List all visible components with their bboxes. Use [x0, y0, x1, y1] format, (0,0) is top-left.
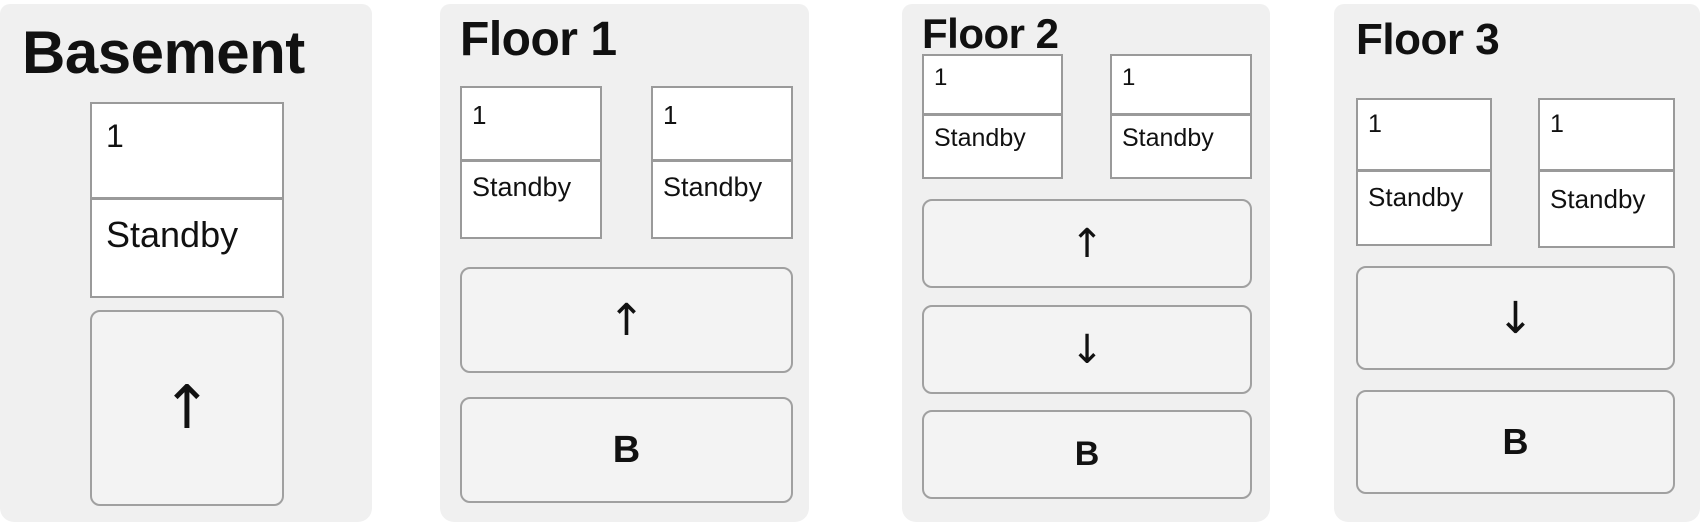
call-up-button[interactable]: ↑ [90, 310, 284, 506]
basement-button[interactable]: B [460, 397, 793, 503]
call-down-button[interactable]: ↓ [922, 305, 1252, 394]
elevator-status-2: 1 Standby [651, 86, 793, 239]
panel-floor-3: Floor 3 1 Standby 1 Standby ↓ B [1334, 4, 1700, 522]
elevator-status-2: 1 Standby [1110, 54, 1252, 179]
panel-title: Basement [22, 19, 305, 86]
basement-button-label: B [1502, 421, 1529, 462]
elevator-floor-display: 1 [1538, 98, 1675, 172]
arrow-down-icon: ↓ [1497, 292, 1534, 344]
panel-title: Floor 1 [460, 13, 617, 66]
panel-floor-2: Floor 2 1 Standby 1 Standby ↑ ↓ B [902, 4, 1270, 522]
panel-title: Floor 2 [922, 10, 1059, 57]
elevator-status-2: 1 Standby [1538, 98, 1675, 248]
elevator-status-1: 1 Standby [1356, 98, 1492, 246]
arrow-up-icon: ↑ [1070, 220, 1104, 267]
basement-button-label: B [1074, 435, 1100, 473]
panel-basement: Basement 1 Standby ↑ [0, 4, 372, 522]
elevator-status-display: Standby [651, 162, 793, 239]
basement-button[interactable]: B [1356, 390, 1675, 494]
panel-floor-1: Floor 1 1 Standby 1 Standby ↑ B [440, 4, 809, 522]
call-up-button[interactable]: ↑ [922, 199, 1252, 288]
elevator-floor-display: 1 [651, 86, 793, 162]
basement-button-label: B [612, 428, 641, 471]
call-down-button[interactable]: ↓ [1356, 266, 1675, 370]
elevator-status-1: 1 Standby [90, 102, 284, 298]
elevator-floor-display: 1 [1110, 54, 1252, 116]
elevator-status-display: Standby [922, 116, 1063, 179]
elevator-status-1: 1 Standby [922, 54, 1063, 179]
elevator-status-display: Standby [460, 162, 602, 239]
basement-button[interactable]: B [922, 410, 1252, 499]
elevator-status-display: Standby [90, 200, 284, 298]
elevator-floor-display: 1 [1356, 98, 1492, 172]
elevator-floor-display: 1 [460, 86, 602, 162]
elevator-floor-display: 1 [90, 102, 284, 200]
arrow-down-icon: ↓ [1070, 326, 1104, 373]
elevator-status-display: Standby [1110, 116, 1252, 179]
elevator-status-display: Standby [1356, 172, 1492, 246]
call-up-button[interactable]: ↑ [460, 267, 793, 373]
elevator-status-1: 1 Standby [460, 86, 602, 239]
arrow-up-icon: ↑ [161, 373, 213, 443]
panel-title: Floor 3 [1356, 15, 1500, 64]
elevator-floor-display: 1 [922, 54, 1063, 116]
elevator-status-display: Standby [1538, 172, 1675, 248]
arrow-up-icon: ↑ [608, 294, 645, 346]
